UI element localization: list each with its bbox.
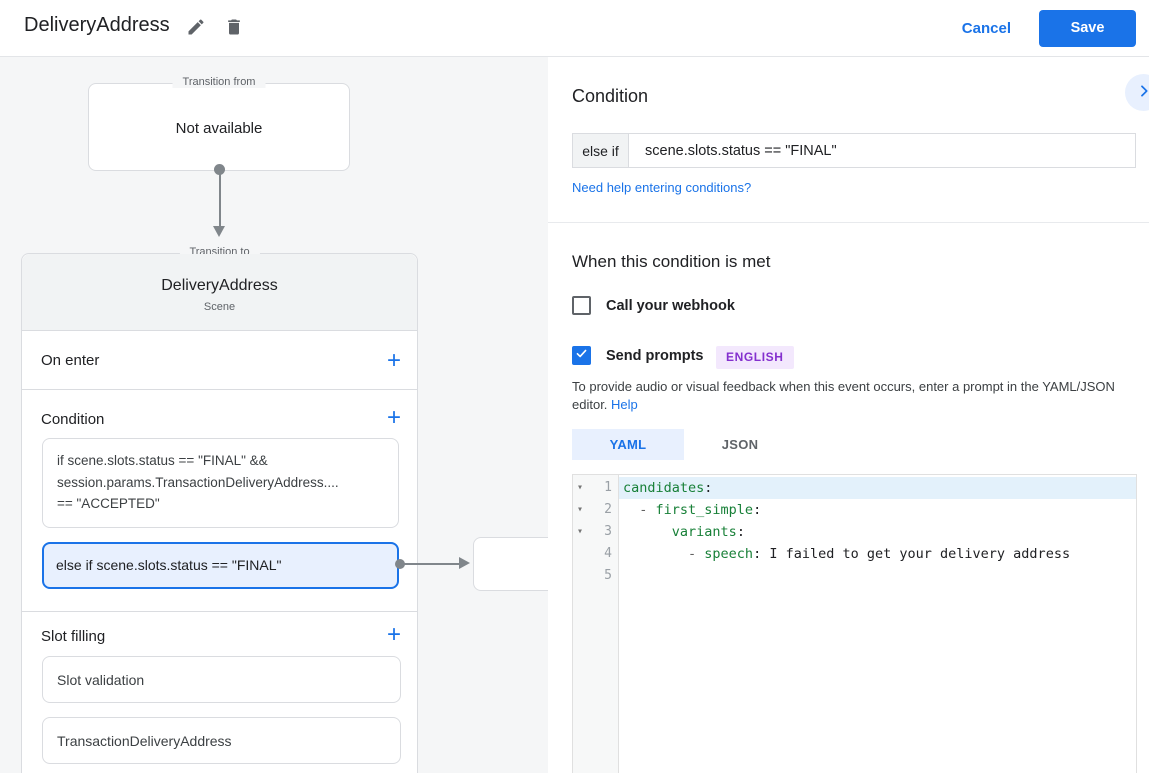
page-title: DeliveryAddress bbox=[24, 14, 170, 36]
condition-text-line: session.params.TransactionDeliveryAddres… bbox=[57, 474, 339, 490]
save-button[interactable]: Save bbox=[1039, 9, 1136, 47]
code-line[interactable]: - first_simple: bbox=[619, 499, 1136, 521]
code-token: : bbox=[753, 502, 762, 518]
gutter-row: ▾1 bbox=[573, 477, 618, 499]
scene-type-label: Scene bbox=[203, 301, 236, 313]
condition-text-line: else if scene.slots.status == "FINAL" bbox=[56, 556, 282, 573]
collapse-panel-button[interactable] bbox=[1125, 74, 1149, 111]
section-divider bbox=[22, 611, 417, 612]
prompt-description-text: To provide audio or visual feedback when… bbox=[572, 379, 1115, 412]
top-bar: DeliveryAddress Cancel Save bbox=[0, 0, 1149, 57]
condition-text-line: if scene.slots.status == "FINAL" && bbox=[57, 453, 268, 468]
code-token: - bbox=[688, 546, 705, 562]
condition-section-label: Condition bbox=[41, 411, 105, 428]
code-token: : bbox=[704, 480, 713, 496]
line-number: 4 bbox=[604, 546, 612, 561]
edit-scene-button[interactable] bbox=[183, 15, 209, 41]
slot-item-label: TransactionDeliveryAddress bbox=[57, 732, 232, 749]
code-line[interactable]: candidates: bbox=[619, 477, 1136, 499]
code-token: : bbox=[736, 524, 745, 540]
send-prompts-label: Send prompts bbox=[606, 348, 704, 364]
scene-diagram-pane: Transition from Not available Transition… bbox=[0, 57, 548, 773]
line-number: 2 bbox=[604, 502, 612, 517]
code-area[interactable]: candidates: - first_simple: variants: - … bbox=[619, 475, 1136, 773]
code-line[interactable]: variants: bbox=[619, 521, 1136, 543]
topbar-actions: Cancel Save bbox=[962, 6, 1136, 50]
connector-arrowhead-icon bbox=[213, 226, 225, 237]
fold-arrow-icon[interactable]: ▾ bbox=[577, 504, 584, 515]
condition-item-elseif-selected[interactable]: else if scene.slots.status == "FINAL" bbox=[42, 542, 399, 589]
scene-card: Transition to DeliveryAddress Scene On e… bbox=[21, 246, 418, 773]
gutter-row: ▾2 bbox=[573, 499, 618, 521]
gutter-row: 5 bbox=[573, 565, 618, 587]
condition-text-line: == "ACCEPTED" bbox=[57, 496, 160, 511]
fold-arrow-icon[interactable]: ▾ bbox=[577, 482, 584, 493]
gutter-row: 4 bbox=[573, 543, 618, 565]
transition-arrowhead-icon bbox=[459, 557, 470, 569]
help-link[interactable]: Help bbox=[611, 396, 638, 412]
condition-met-title: When this condition is met bbox=[572, 252, 771, 271]
tab-json[interactable]: JSON bbox=[684, 429, 796, 460]
slot-transaction-item[interactable]: TransactionDeliveryAddress bbox=[42, 717, 401, 764]
code-token: : bbox=[753, 546, 762, 562]
webhook-checkbox[interactable] bbox=[572, 296, 591, 315]
transition-from-legend: Transition from bbox=[172, 76, 266, 88]
slot-validation-item[interactable]: Slot validation bbox=[42, 656, 401, 703]
transition-from-box: Transition from Not available bbox=[88, 76, 350, 171]
slot-filling-section-label: Slot filling bbox=[41, 628, 106, 645]
line-number: 3 bbox=[604, 524, 612, 539]
cancel-button[interactable]: Cancel bbox=[961, 19, 1011, 37]
code-token: - bbox=[639, 502, 656, 518]
add-on-enter-button[interactable]: + bbox=[386, 347, 401, 374]
transition-from-content: Not available bbox=[175, 120, 263, 137]
transition-dot bbox=[395, 559, 405, 569]
code-token: speech bbox=[704, 546, 754, 562]
condition-item-if[interactable]: if scene.slots.status == "FINAL" && sess… bbox=[42, 438, 399, 528]
code-token: candidates bbox=[623, 480, 705, 496]
slot-item-label: Slot validation bbox=[57, 671, 145, 688]
gutter-row: ▾3 bbox=[573, 521, 618, 543]
add-slot-button[interactable]: + bbox=[386, 621, 401, 648]
code-token bbox=[623, 502, 639, 518]
line-number: 5 bbox=[604, 568, 612, 583]
transition-target-box[interactable] bbox=[473, 537, 548, 591]
chevron-right-icon bbox=[1136, 83, 1149, 102]
panel-divider bbox=[548, 222, 1149, 223]
condition-prefix-label: else if bbox=[573, 134, 629, 167]
transition-line bbox=[404, 563, 461, 565]
scene-name: DeliveryAddress bbox=[161, 277, 278, 294]
delete-scene-button[interactable] bbox=[221, 15, 247, 41]
webhook-label: Call your webhook bbox=[606, 298, 735, 314]
on-enter-label: On enter bbox=[41, 352, 100, 369]
code-token: I failed to get your delivery address bbox=[761, 546, 1071, 562]
code-token bbox=[623, 524, 672, 540]
code-line[interactable]: - speech: I failed to get your delivery … bbox=[619, 543, 1136, 565]
code-token: variants bbox=[671, 524, 737, 540]
tab-yaml[interactable]: YAML bbox=[572, 429, 684, 460]
panel-title: Condition bbox=[572, 86, 649, 106]
code-line[interactable] bbox=[619, 565, 1136, 587]
pencil-icon bbox=[186, 17, 206, 40]
code-token: first_simple bbox=[655, 502, 754, 518]
condition-editor-panel: Condition else if scene.slots.status == … bbox=[548, 57, 1149, 773]
connector-line bbox=[218, 170, 221, 228]
condition-help-link[interactable]: Need help entering conditions? bbox=[572, 180, 752, 195]
code-token bbox=[623, 546, 688, 562]
scene-card-header[interactable]: DeliveryAddress Scene bbox=[22, 254, 417, 331]
add-condition-button[interactable]: + bbox=[386, 404, 401, 431]
prompt-description: To provide audio or visual feedback when… bbox=[572, 378, 1138, 413]
language-badge: ENGLISH bbox=[716, 346, 794, 369]
checkmark-icon bbox=[575, 347, 588, 365]
send-prompts-checkbox[interactable] bbox=[572, 346, 591, 365]
line-number: 1 bbox=[604, 480, 612, 495]
condition-expression-row: else if scene.slots.status == "FINAL" bbox=[572, 133, 1136, 168]
condition-expression-input[interactable]: scene.slots.status == "FINAL" bbox=[645, 142, 837, 159]
on-enter-section[interactable]: On enter + bbox=[22, 331, 417, 390]
fold-arrow-icon[interactable]: ▾ bbox=[577, 526, 584, 537]
connector-dot bbox=[214, 164, 225, 175]
trash-icon bbox=[224, 17, 244, 40]
